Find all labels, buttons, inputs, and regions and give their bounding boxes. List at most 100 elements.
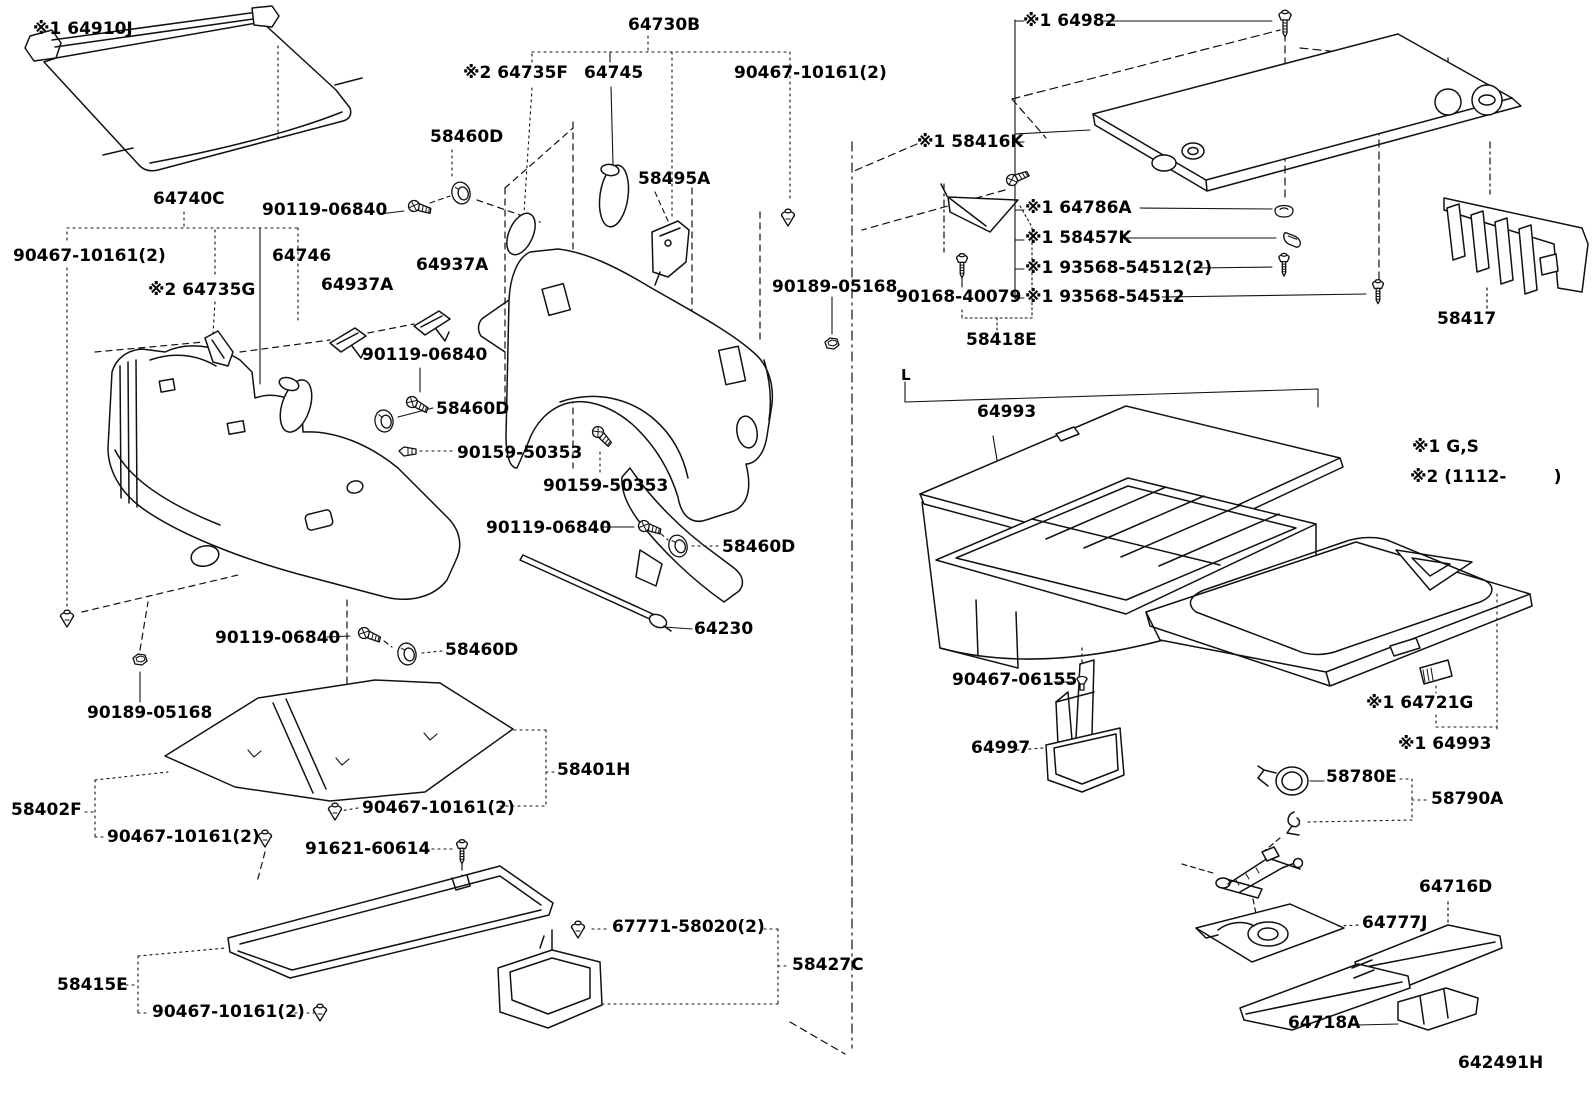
pad-64746-art [274,375,317,436]
label-64721G: ※1 64721G [1366,693,1474,713]
label-90168-40079: 90168-40079 [896,287,1022,307]
label-64993-upper: 64993 [977,402,1037,422]
screw-icon [404,394,431,414]
clamp-58780E-art [1258,766,1308,795]
label-90467-06155: 90467-06155 [952,670,1078,690]
label-90119-06840-c: 90119-06840 [486,518,612,538]
label-note-1: ※1 G,S [1412,437,1479,457]
label-90189-05168-b: 90189-05168 [772,277,898,297]
label-58415E: 58415E [57,975,128,995]
bracket-58417-art [1444,198,1588,294]
label-90119-06840-d: 90119-06840 [215,628,341,648]
label-93568-54512: ※1 93568-54512 [1025,287,1185,307]
screw-icon [955,252,969,279]
label-90467-10161-c: 90467-10161(2) [362,798,515,818]
label-64786A: ※1 64786A [1025,198,1132,218]
label-64740C: 64740C [153,189,225,209]
grommet-icon [1274,204,1294,218]
plate-64777J-art [1196,904,1344,962]
leader-lines [67,20,1497,1025]
clip-icon [327,802,343,821]
label-58418E: 58418E [966,330,1037,350]
quarter-trim-lower-strip-art [622,468,743,602]
label-64777J: 64777J [1362,913,1428,933]
label-group-L: L [901,366,911,384]
label-58417: 58417 [1437,309,1497,329]
label-58401H: 58401H [557,760,631,780]
label-64937A-a: 64937A [321,275,394,295]
label-90159-50353-b: 90159-50353 [543,476,669,496]
label-90467-10161-b: 90467-10161(2) [107,827,260,847]
tonneau-cover-64910J-art [25,6,362,171]
label-64735F: ※2 64735F [463,63,569,83]
label-64718A: 64718A [1288,1013,1361,1033]
grommet-clip-icon [394,640,420,668]
label-64730B: 64730B [628,15,701,35]
screw-icon [407,199,433,215]
label-note-2: ※2 (1112- ) [1410,467,1562,487]
floor-board-58401H-art [165,680,513,801]
grommet-clip-icon [372,407,396,435]
label-58416K: ※1 58416K [917,132,1024,152]
jack-art [1216,847,1303,898]
label-64982: ※1 64982 [1023,11,1117,31]
screw-icon [589,423,616,448]
holder-64997-art [1046,660,1124,792]
label-90119-06840-b: 90119-06840 [362,345,488,365]
trim-bar-64716D-art [1240,925,1502,1030]
bolt-icon [455,838,469,865]
screw-icon [356,625,383,644]
bracket-58495A-art [652,221,689,285]
label-67771-58020: 67771-58020(2) [612,917,765,937]
label-90119-06840-a: 90119-06840 [262,200,388,220]
label-90189-05168-a: 90189-05168 [87,703,213,723]
label-64745: 64745 [584,63,644,83]
label-64910J: ※1 64910J [33,19,133,39]
label-90159-50353-a: 90159-50353 [457,443,583,463]
label-58460D-b: 58460D [436,399,510,419]
quarter-trim-64740C-art [108,346,460,599]
clip-icon [312,1003,328,1022]
grommet-clip-icon [448,179,474,207]
label-64746: 64746 [272,246,332,266]
cover-58418E-art [941,184,1018,232]
label-64716D: 64716D [1419,877,1493,897]
clip-icon [59,609,75,628]
label-58427C: 58427C [792,955,864,975]
package-tray-58416K-art [1093,34,1521,191]
hook-58790A-art [1287,812,1299,835]
label-93568-54512-2: ※1 93568-54512(2) [1025,258,1212,278]
clip-icon [257,829,273,848]
label-64997: 64997 [971,738,1031,758]
grommet-icon [824,337,840,350]
sill-plate-58415E-art [228,866,553,978]
label-58457K: ※1 58457K [1025,228,1132,248]
clip-64937A-b-art [414,311,450,341]
label-90467-10161-d: 90467-10161(2) [152,1002,305,1022]
deck-board-64993-art [920,406,1343,668]
bracket-64718A-art [1398,988,1478,1030]
label-64735G: ※2 64735G [148,280,256,300]
pin-icon [398,446,417,457]
pad-64735G-art [205,331,233,366]
label-58460D-d: 58460D [445,640,519,660]
quarter-trim-64730B-art [479,249,773,521]
luggage-tray-64993-art [1146,538,1532,687]
screw-icon [1371,278,1385,305]
pad-64745-art [596,163,632,228]
grommet-icon [132,653,148,666]
box-58427C-art [498,930,602,1028]
label-58780E: 58780E [1326,767,1397,787]
clip-icon [780,208,796,227]
label-90467-10161-a: 90467-10161(2) [13,246,166,266]
hook-icon [1281,231,1303,249]
pad-64735F-art [501,209,541,259]
label-58402F: 58402F [11,800,82,820]
label-64993-lower: ※1 64993 [1398,734,1492,754]
label-58495A: 58495A [638,169,711,189]
label-64937A-b: 64937A [416,255,489,275]
label-58460D-c: 58460D [722,537,796,557]
label-91621-60614: 91621-60614 [305,839,431,859]
